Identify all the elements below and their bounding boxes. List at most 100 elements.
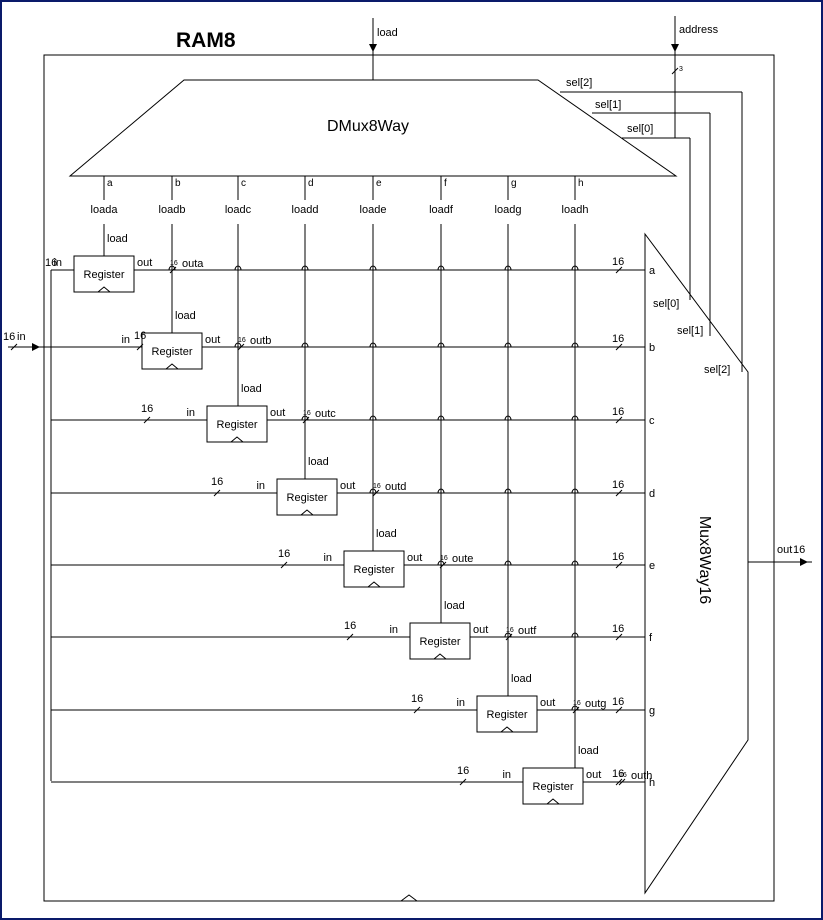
register-h [522, 767, 584, 805]
out-bus-h-slash [618, 778, 626, 786]
register-g-in-label: in [456, 697, 465, 709]
crossover-c-d [301, 415, 309, 421]
in-bus-h-width: 16 [457, 765, 469, 777]
load-input-arrow [369, 44, 377, 52]
out-bus-g-width: 16 [573, 700, 581, 707]
register-b-out-label: out [205, 334, 220, 346]
register-h-clock [546, 798, 560, 805]
dmux-out-h-letter: h [578, 178, 584, 189]
crossover-g-h [571, 705, 579, 711]
mux-in-c-slash [615, 416, 623, 424]
register-c-load-label: load [241, 383, 262, 395]
register-g-out-label: out [540, 697, 555, 709]
crossover-e-f [437, 560, 445, 566]
crossover-b-c [234, 342, 242, 348]
dmux-load-a-label: loada [91, 204, 119, 216]
crossover-a-c [234, 265, 242, 271]
register-f [409, 622, 471, 660]
register-f-load-label: load [444, 600, 465, 612]
mux-in-g-slash [615, 706, 623, 714]
register-e-label: Register [354, 564, 395, 576]
mux-in-f-width: 16 [612, 623, 624, 635]
crossover-b-e [369, 342, 377, 348]
register-c-out-name: outc [315, 408, 336, 420]
dmux8way-label: DMux8Way [327, 118, 409, 135]
register-a-out-label: out [137, 257, 152, 269]
register-d [276, 478, 338, 516]
mux-in-d-letter: d [649, 488, 655, 500]
crossover-b-g [504, 342, 512, 348]
mux-in-e-letter: e [649, 560, 655, 572]
crossover-c-g [504, 415, 512, 421]
crossover-b-f [437, 342, 445, 348]
register-b-label: Register [152, 346, 193, 358]
register-g [476, 695, 538, 733]
chip-title: RAM8 [176, 29, 236, 52]
address-input-label: address [679, 24, 719, 36]
register-a-in-label: in [53, 257, 62, 269]
in-bus-d-slash [213, 489, 221, 497]
mux-in-h-slash [615, 778, 623, 786]
out-arrow [800, 558, 808, 566]
out-bus-f-width: 16 [506, 627, 514, 634]
mux-sel1-label: sel[1] [677, 325, 703, 337]
dmux-load-h-label: loadh [562, 204, 589, 216]
register-a-load-label: load [107, 233, 128, 245]
mux-in-d-width: 16 [612, 479, 624, 491]
register-f-clock [433, 653, 447, 660]
register-d-out-label: out [340, 480, 355, 492]
crossover-d-g [504, 488, 512, 494]
in-bus-g-width: 16 [411, 693, 423, 705]
register-b-out-name: outb [250, 335, 271, 347]
mux-sel0-label: sel[0] [653, 298, 679, 310]
mux-in-f-letter: f [649, 632, 653, 644]
register-e-in-label: in [323, 552, 332, 564]
mux-in-h-width: 16 [612, 768, 624, 780]
crossover-d-h [571, 488, 579, 494]
mux-in-g-letter: g [649, 705, 655, 717]
mux-in-e-slash [615, 561, 623, 569]
in-input-width: 16 [3, 331, 15, 343]
chip-boundary [43, 54, 775, 902]
register-b-clock [165, 363, 179, 370]
register-g-load-label: load [511, 673, 532, 685]
register-f-label: Register [420, 636, 461, 648]
mux-in-f-slash [615, 633, 623, 641]
register-e-clock [367, 581, 381, 588]
register-h-label: Register [533, 781, 574, 793]
register-c-in-label: in [186, 407, 195, 419]
crossover-a-f [437, 265, 445, 271]
register-f-out-name: outf [518, 625, 537, 637]
dmux-out-e-letter: e [376, 178, 382, 189]
crossover-a-b [168, 265, 176, 271]
mux-in-g-width: 16 [612, 696, 624, 708]
register-g-label: Register [487, 709, 528, 721]
in-bus-d-width: 16 [211, 476, 223, 488]
register-c-label: Register [217, 419, 258, 431]
register-a-clock [97, 286, 111, 293]
crossover-e-h [571, 560, 579, 566]
dmux8way-block [68, 79, 678, 177]
crossover-d-f [437, 488, 445, 494]
out-bus-h-width: 16 [619, 772, 627, 779]
register-e-out-name: oute [452, 553, 473, 565]
in-bus-e-width: 16 [278, 548, 290, 560]
in-input-label: in [17, 331, 26, 343]
crossover-e-g [504, 560, 512, 566]
in-bus-h-slash [459, 778, 467, 786]
crossover-a-h [571, 265, 579, 271]
mux-sel2-label: sel[2] [704, 364, 730, 376]
out-bus-d-width: 16 [373, 483, 381, 490]
crossover-f-h [571, 632, 579, 638]
dmux-out-f-letter: f [444, 178, 447, 189]
in-bus-f-slash [346, 633, 354, 641]
in-bus-slash [10, 343, 18, 351]
register-b-in-label: in [121, 334, 130, 346]
in-bus-c-slash [143, 416, 151, 424]
address-bus-slash [671, 67, 679, 75]
dmux-out-a-letter: a [107, 178, 113, 189]
register-g-clock [500, 726, 514, 733]
in-bus-g-slash [413, 706, 421, 714]
in-bus-b-width: 16 [134, 330, 146, 342]
